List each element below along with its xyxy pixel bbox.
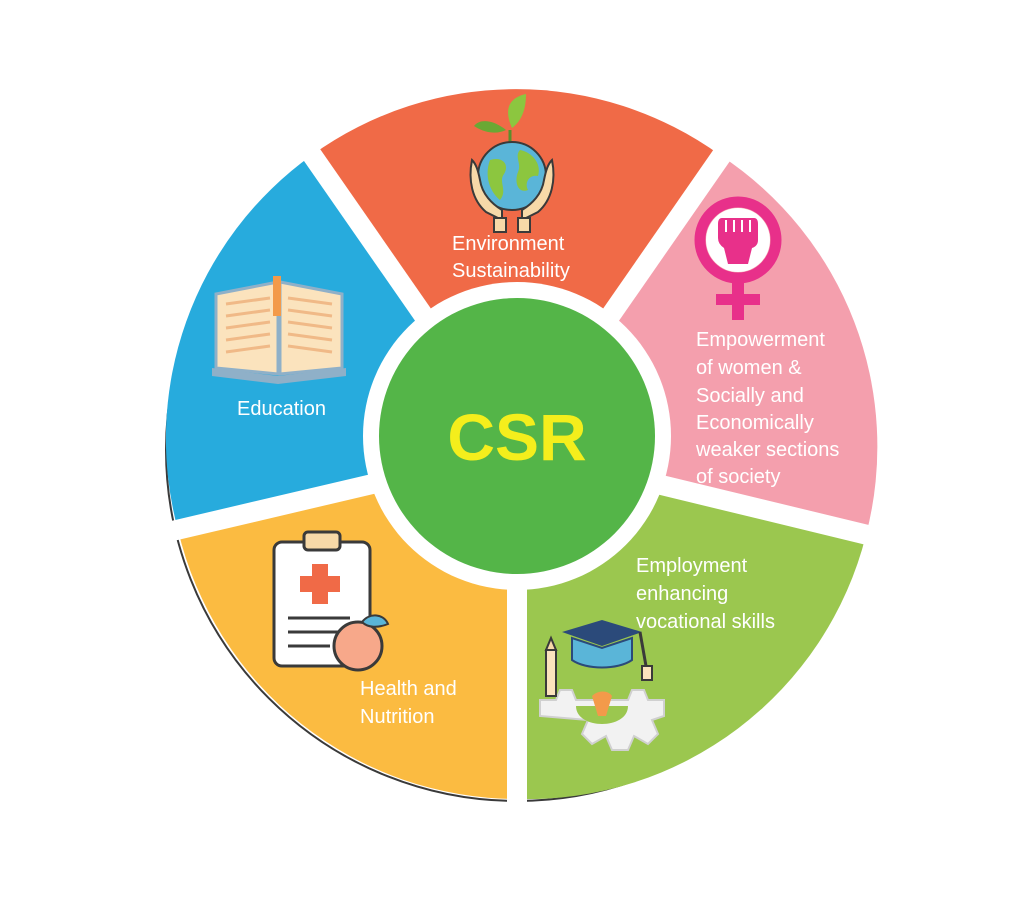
- female-symbol-fist-icon: [694, 196, 782, 320]
- label-health-nutrition: Health and Nutrition: [360, 678, 462, 728]
- label-employment: Employment enhancing vocational skills: [636, 555, 775, 633]
- open-book-icon: [212, 276, 346, 384]
- earth-in-hands-icon: [469, 94, 555, 233]
- center-label: CSR: [447, 400, 586, 474]
- segment-environment: [312, 89, 720, 451]
- clipboard-apple-icon: [272, 530, 390, 672]
- label-environment: Environment Sustainability: [452, 233, 570, 282]
- center-circle: [379, 298, 655, 574]
- graduation-cap-gear-icon: [539, 620, 665, 751]
- label-women-empowerment: Empowerment of women & Socially and Econ…: [695, 329, 845, 488]
- label-education: Education: [237, 398, 326, 420]
